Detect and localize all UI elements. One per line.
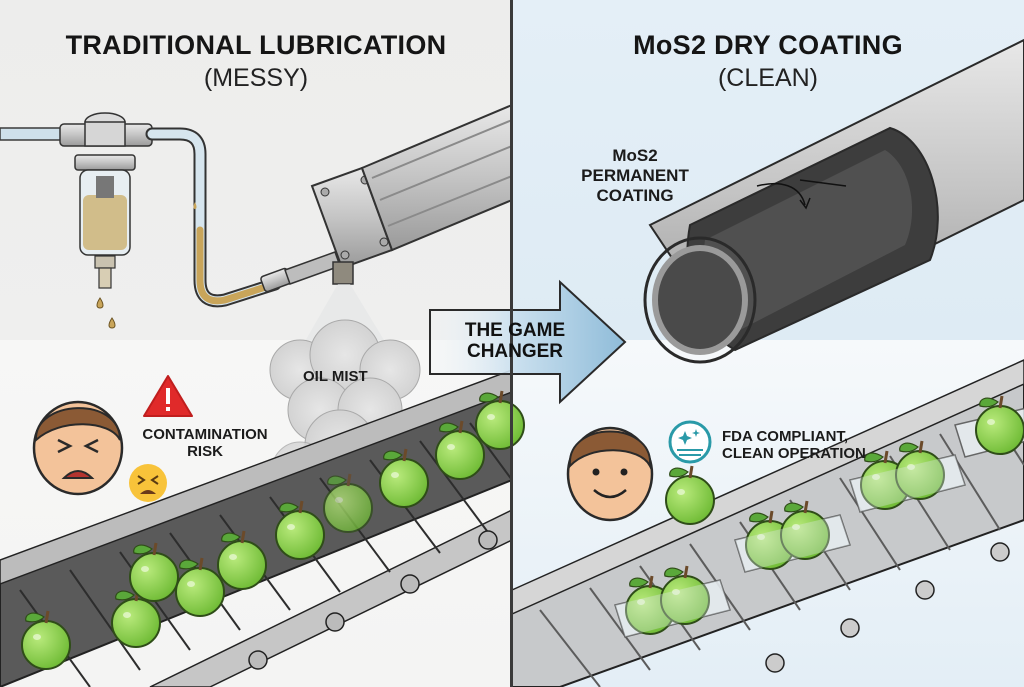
clean-sparkle-icon <box>668 420 712 464</box>
fda-compliant-label: FDA COMPLIANT, CLEAN OPERATION <box>722 428 866 462</box>
left-panel-subtitle: (MESSY) <box>203 64 309 92</box>
contamination-label-line1: CONTAMINATION <box>142 426 268 443</box>
oil-feed-pipe <box>145 127 282 308</box>
arrow-label-line2: CHANGER <box>466 341 564 362</box>
oil-filter-icon <box>0 112 153 329</box>
green-apple-emoji-icon <box>664 464 716 526</box>
right-panel-title: MoS2 DRY COATING <box>633 30 903 60</box>
coating-label-line2: PERMANENT <box>581 166 689 185</box>
packaged-apple-tray-icon <box>614 394 1024 638</box>
coating-callout: MoS2 PERMANENT COATING <box>560 146 710 206</box>
left-panel-title: TRADITIONAL LUBRICATION <box>65 30 447 60</box>
game-changer-arrow <box>429 279 627 405</box>
smiling-face-icon <box>566 426 654 522</box>
contamination-label-line2: RISK <box>187 443 223 460</box>
game-changer-label: THE GAME CHANGER <box>440 320 590 362</box>
oil-mist-label: OIL MIST <box>303 368 368 385</box>
contamination-risk-label: CONTAMINATION RISK <box>140 426 270 460</box>
coating-label-line3: COATING <box>596 186 674 205</box>
disgusted-face-icon <box>32 400 124 496</box>
arrow-label-line1: THE GAME <box>464 320 566 341</box>
fda-label-line2: CLEAN OPERATION <box>722 445 866 462</box>
coating-label-line1: MoS2 <box>612 146 658 165</box>
fda-label-line1: FDA COMPLIANT, <box>722 428 849 445</box>
tired-face-emoji-icon <box>129 464 167 502</box>
coated-tube-icon <box>643 38 1024 364</box>
warning-triangle-icon <box>143 375 193 417</box>
panel-divider <box>510 0 513 687</box>
right-panel-subtitle: (CLEAN) <box>717 64 818 92</box>
